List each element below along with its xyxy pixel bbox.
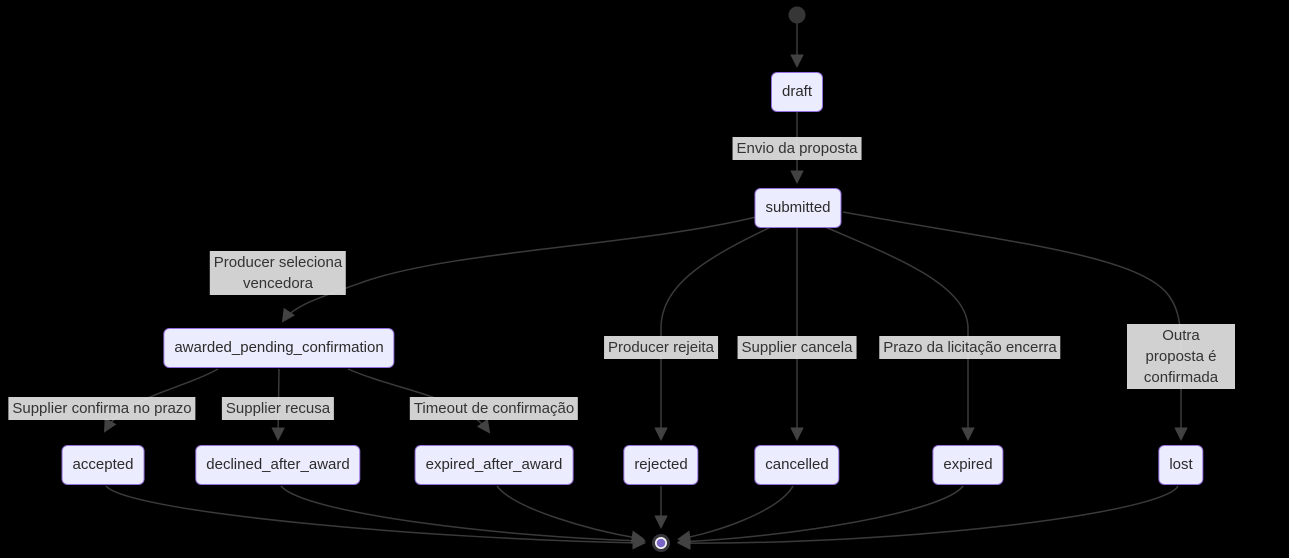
- edge-accepted-to-end: [105, 485, 647, 550]
- state-cancelled: cancelled: [754, 445, 840, 485]
- state-lost: lost: [1158, 445, 1204, 485]
- transition-label-timeout-de-confirmacao: Timeout de confirmação: [409, 397, 579, 420]
- transition-label-outra-proposta-e-confirmada: Outra proposta é confirmada: [1127, 324, 1235, 389]
- state-awarded-pending-confirmation: awarded_pending_confirmation: [163, 328, 395, 368]
- state-expired-after-award: expired_after_award: [414, 445, 574, 485]
- transition-label-prazo-da-licitacao-encerra: Prazo da licitação encerra: [879, 336, 1061, 359]
- edge-submitted-to-rejected: [654, 225, 774, 442]
- state-draft: draft: [770, 72, 824, 112]
- edge-declined-to-end: [280, 485, 647, 548]
- state-rejected: rejected: [623, 445, 699, 485]
- initial-state-node: [788, 6, 806, 24]
- edge-lost-to-end: [676, 485, 1179, 550]
- state-submitted: submitted: [754, 188, 842, 228]
- transition-label-supplier-confirma-no-prazo: Supplier confirma no prazo: [8, 397, 196, 420]
- edge-expired-to-end: [676, 485, 964, 549]
- transition-label-supplier-recusa: Supplier recusa: [221, 397, 335, 420]
- transition-label-producer-seleciona-vencedora: Producer seleciona vencedora: [209, 251, 347, 295]
- edge-submitted-to-expired: [822, 225, 975, 442]
- transition-label-producer-rejeita: Producer rejeita: [604, 336, 718, 359]
- transition-label-supplier-cancela: Supplier cancela: [737, 336, 857, 359]
- edge-expired-after-award-to-end: [496, 485, 646, 544]
- state-accepted: accepted: [61, 445, 145, 485]
- edge-cancelled-to-end: [677, 485, 794, 544]
- state-declined-after-award: declined_after_award: [195, 445, 361, 485]
- state-expired: expired: [932, 445, 1004, 485]
- edge-submitted-to-awarded: [281, 216, 757, 323]
- transition-label-envio-da-proposta: Envio da proposta: [732, 137, 862, 160]
- final-state-node: [652, 534, 670, 552]
